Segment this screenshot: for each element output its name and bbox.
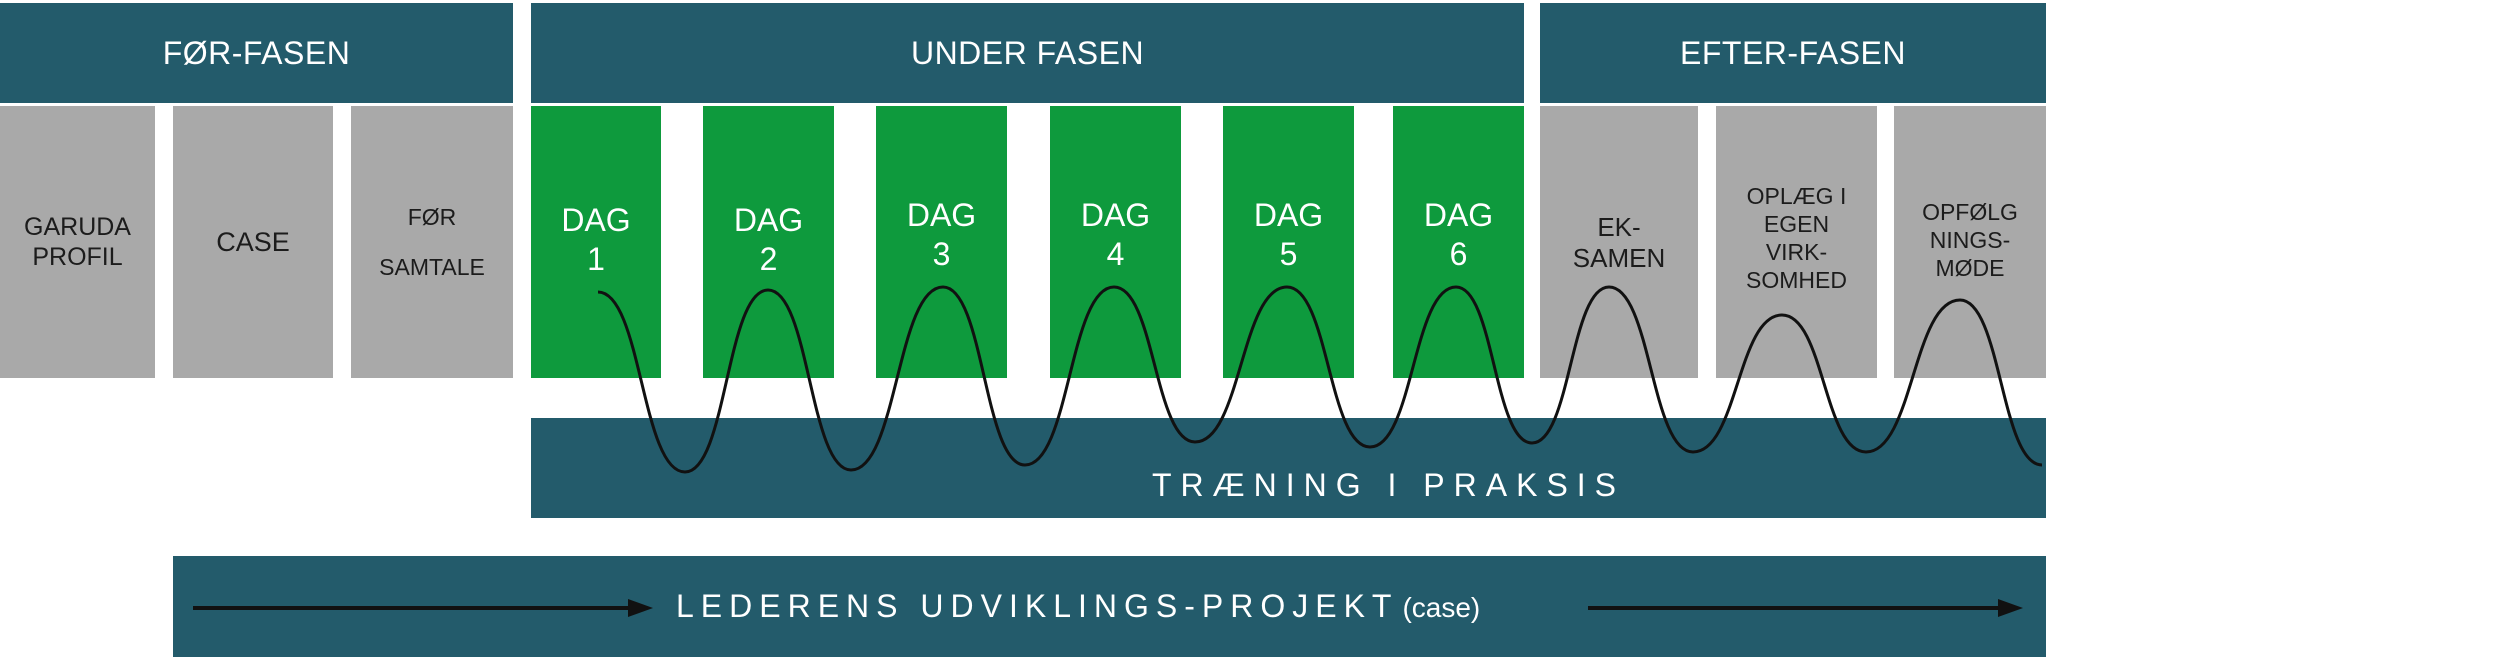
box-label: FØR SAMTALE [379,203,485,280]
box-day-4: DAG 4 [1050,106,1181,378]
box-oplaeg-egen-virksomhed: OPLÆG I EGEN VIRK- SOMHED [1716,106,1877,378]
box-label: GARUDA PROFIL [24,213,131,271]
day-label: DAG 5 [1253,197,1324,272]
box-day-3: DAG 3 [876,106,1007,378]
box-label: OPLÆG I EGEN VIRK- SOMHED [1746,183,1847,293]
box-label: EK- SAMEN [1572,212,1666,273]
arrow-left-head [628,599,653,617]
phase-header-before: FØR-FASEN [0,3,513,103]
phase-title-after: EFTER-FASEN [1680,34,1906,71]
box-day-5: DAG 5 [1223,106,1354,378]
box-case: CASE [173,106,333,378]
day-label: DAG 3 [906,197,977,272]
phase-header-during: UNDER FASEN [531,3,1524,103]
training-band: TRÆNING I PRAKSIS [531,418,2046,518]
phase-title-before: FØR-FASEN [162,34,351,71]
box-foer-samtale: FØR SAMTALE [351,106,513,378]
box-label: OPFØLG NINGS- MØDE [1922,199,2018,281]
project-band-text: LEDERENS UDVIKLINGS-PROJEKT (case) [676,588,1480,628]
box-day-2: DAG 2 [703,106,834,378]
arrow-right-head [1998,599,2023,617]
project-band-label: LEDERENS UDVIKLINGS-PROJEKT [676,588,1399,624]
day-label: DAG 2 [733,202,804,277]
box-eksamen: EK- SAMEN [1540,106,1698,378]
box-label: CASE [216,227,290,257]
box-garuda-profil: GARUDA PROFIL [0,106,155,378]
box-day-6: DAG 6 [1393,106,1524,378]
day-label: DAG 4 [1080,197,1151,272]
day-label: DAG 6 [1423,197,1494,272]
phase-title-during: UNDER FASEN [910,34,1145,71]
box-opfoelgningsmoede: OPFØLG NINGS- MØDE [1894,106,2046,378]
phase-header-after: EFTER-FASEN [1540,3,2046,103]
training-band-label: TRÆNING I PRAKSIS [1151,466,1626,503]
day-label: DAG 1 [561,202,631,277]
project-arrows [193,599,2023,617]
box-day-1: DAG 1 [531,106,661,378]
project-band: LEDERENS UDVIKLINGS-PROJEKT (case) [173,556,2046,657]
project-band-suffix: (case) [1402,592,1481,623]
